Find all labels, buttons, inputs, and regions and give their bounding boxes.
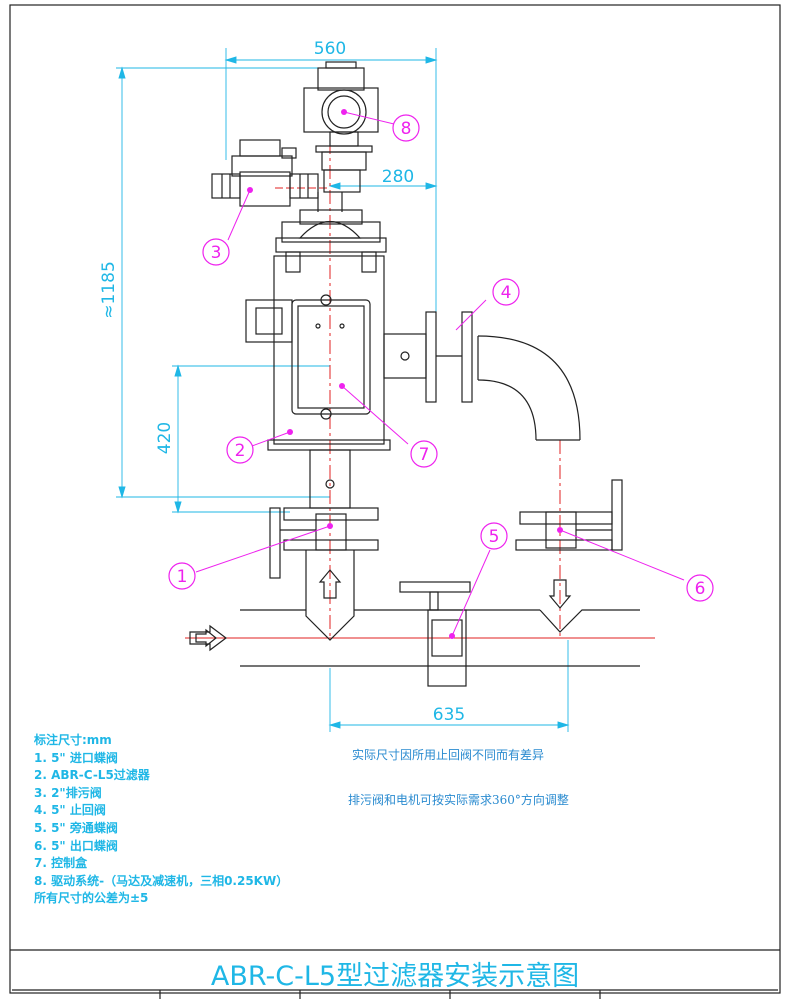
- callout-circles: [168, 114, 714, 602]
- callout-label-3: 3: [211, 243, 222, 263]
- dim-1185: ≈1185: [99, 261, 119, 319]
- dimension-lines: [116, 48, 570, 732]
- filter-assembly: [189, 61, 640, 687]
- legend-item-2: 2. ABR-C-L5过滤器: [34, 768, 150, 783]
- callout-3: [202, 238, 230, 266]
- legend-item-7: 7. 控制盒: [34, 856, 88, 871]
- legend-item-5: 5. 5" 旁通蝶阀: [34, 820, 118, 835]
- legend-item-3: 3. 2"排污阀: [34, 785, 102, 800]
- callout-label-7: 7: [419, 445, 430, 465]
- callout-label-4: 4: [501, 283, 512, 303]
- callout-label-5: 5: [489, 527, 500, 547]
- legend-item-4: 4. 5" 止回阀: [34, 803, 106, 818]
- dimension-labels: 560 280 ≈1185 420 635: [99, 39, 465, 725]
- legend-item-6: 6. 5" 出口蝶阀: [34, 838, 118, 853]
- callout-label-1: 1: [177, 567, 188, 587]
- drawing-title: ABR-C-L5型过滤器安装示意图: [210, 961, 580, 992]
- legend-footer: 所有尺寸的公差为±5: [34, 891, 149, 906]
- callout-8: [392, 114, 420, 142]
- callout-7: [410, 440, 438, 468]
- note-check-valve: 实际尺寸因所用止回阀不同而有差异: [352, 748, 545, 762]
- dim-420: 420: [155, 422, 175, 454]
- centerlines: [185, 140, 655, 640]
- callout-markers: [247, 109, 563, 639]
- callout-numbers: 1 2 3 4 5 6 7 8: [177, 119, 706, 599]
- dim-560: 560: [314, 39, 346, 59]
- callout-label-6: 6: [695, 579, 706, 599]
- callout-2: [226, 436, 254, 464]
- legend: 标注尺寸:mm 1. 5" 进口蝶阀 2. ABR-C-L5过滤器 3. 2"排…: [34, 732, 288, 908]
- callout-4: [492, 278, 520, 306]
- legend-item-8: 8. 驱动系统-（马达及减速机，三相0.25KW）: [34, 873, 289, 888]
- callout-label-8: 8: [401, 119, 412, 139]
- callout-1: [168, 562, 196, 590]
- callouts: [195, 111, 685, 637]
- legend-header: 标注尺寸:mm: [34, 733, 112, 747]
- dim-280: 280: [382, 167, 414, 187]
- dim-635: 635: [433, 705, 465, 725]
- callout-5: [480, 522, 508, 550]
- note-rotation: 排污阀和电机可按实际需求360°方向调整: [348, 793, 569, 807]
- legend-item-1: 1. 5" 进口蝶阀: [34, 750, 118, 765]
- callout-6: [686, 574, 714, 602]
- callout-label-2: 2: [235, 441, 246, 461]
- drawing-frame: [9, 4, 781, 999]
